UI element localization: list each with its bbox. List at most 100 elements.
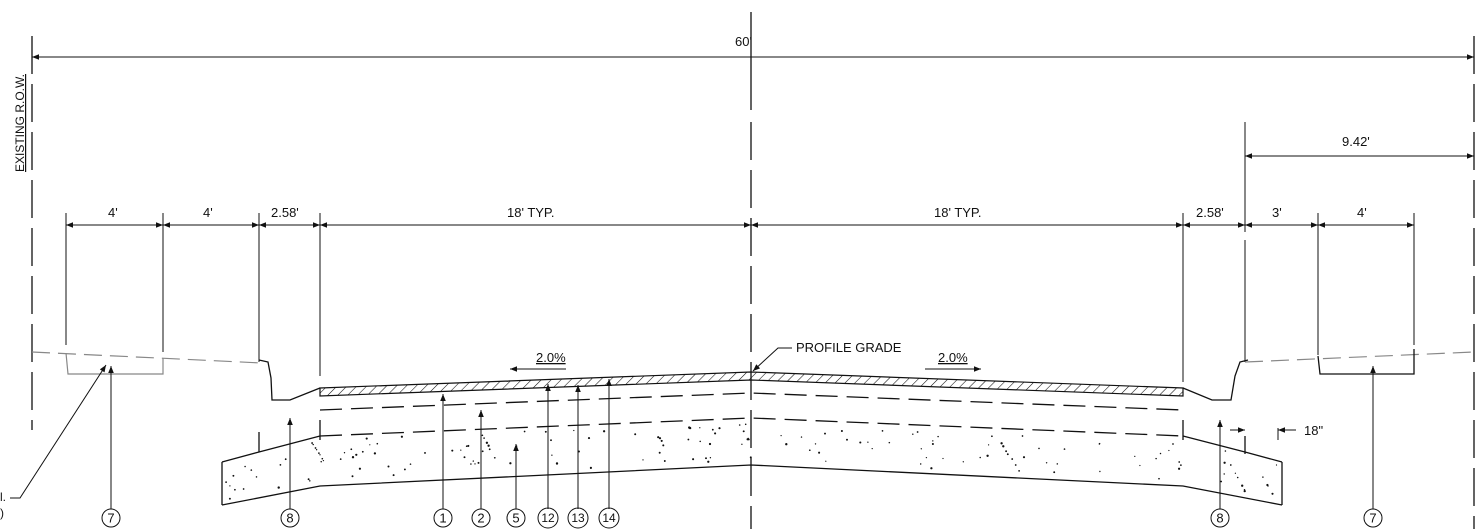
right-curb (1182, 359, 1249, 454)
aggregate-dot (487, 444, 490, 447)
aggregate-dot (314, 447, 317, 449)
left-existing-ground (31, 351, 263, 375)
callout-13: 13 (567, 507, 589, 529)
aggregate-dot (307, 478, 310, 481)
aggregate-dot (986, 454, 989, 457)
aggregate-dot (470, 463, 472, 465)
aggregate-dot (979, 456, 981, 459)
aggregate-dot (859, 441, 862, 444)
aggregate-dot (1018, 470, 1020, 472)
overall-width-dimension: 60' (32, 34, 1474, 60)
aggregate-dot (358, 467, 362, 470)
svg-text:13: 13 (571, 511, 585, 525)
aggregate-dot (711, 428, 714, 431)
profile-grade-label: PROFILE GRADE (796, 340, 902, 355)
aggregate-dot (483, 437, 485, 439)
aggregate-dot (749, 456, 752, 459)
svg-text:5: 5 (512, 511, 519, 526)
aggregate-dot (687, 438, 690, 441)
aggregate-dot (1267, 485, 1269, 487)
aggregate-dot (320, 461, 322, 463)
aggregate-dot (1053, 471, 1056, 474)
note-fragment-2: ) (0, 506, 4, 520)
aggregate-dot (692, 458, 695, 461)
aggregate-dot (409, 463, 412, 465)
aggregate-dot (523, 430, 526, 433)
aggregate-dot (242, 488, 245, 490)
svg-text:8: 8 (286, 511, 293, 526)
aggregate-dot (309, 480, 311, 482)
aggregate-dot (573, 429, 575, 432)
callout-5: 5 (506, 508, 526, 528)
svg-text:14: 14 (602, 511, 616, 525)
aggregate-dot (1168, 449, 1170, 452)
aggregate-dot (234, 488, 236, 491)
right-slope-label: 2.0% (938, 350, 968, 365)
right-slope: 2.0% (925, 350, 981, 372)
aggregate-dot (284, 458, 287, 461)
aggregate-dot (403, 468, 406, 471)
aggregate-dot (1099, 470, 1101, 473)
aggregate-dot (1005, 450, 1008, 453)
left-curb-dim: 2.58' (271, 205, 299, 220)
aggregate-dot (738, 424, 741, 426)
aggregate-dot (744, 423, 747, 426)
aggregate-dot (824, 432, 826, 435)
aggregate-dot (747, 438, 750, 441)
right-strip-dim: 3' (1272, 205, 1282, 220)
aggregate-dot (942, 457, 944, 460)
aggregate-dot (509, 462, 512, 465)
aggregate-dot (919, 463, 922, 465)
aggregate-dot (451, 449, 454, 452)
callout-leaders (108, 366, 1376, 509)
callout-8-right: 8 (1210, 508, 1230, 528)
aggregate-dot (1262, 476, 1264, 478)
aggregate-dot (1243, 489, 1246, 491)
aggregate-dot (1271, 492, 1274, 495)
surface-course (319, 371, 1184, 397)
callout-8-left: 8 (280, 508, 300, 528)
profile-grade-leader: PROFILE GRADE (752, 340, 902, 372)
aggregate-dot (818, 451, 821, 454)
aggregate-dot (1236, 476, 1239, 479)
callout-2: 2 (471, 508, 491, 528)
aggregate-dot (373, 452, 377, 455)
aggregate-dot (250, 469, 253, 471)
aggregate-dot (1220, 480, 1223, 483)
right-walk-dim: 4' (1357, 205, 1367, 220)
svg-text:12: 12 (541, 511, 555, 525)
aggregate-dot (350, 448, 353, 451)
aggregate-dot (825, 460, 827, 462)
aggregate-dot (1006, 453, 1009, 456)
aggregate-dot (867, 441, 869, 443)
aggregate-dot (339, 458, 342, 460)
aggregate-dot (1045, 462, 1048, 464)
curb-thickness-label: 18" (1304, 423, 1323, 438)
aggregate-dot (355, 453, 358, 456)
aggregate-dot (1178, 461, 1181, 463)
dimension-extension-lines (65, 213, 1415, 382)
aggregate-dot (244, 465, 246, 468)
aggregate-dot (318, 452, 320, 454)
aggregate-dot (1224, 450, 1227, 452)
callout-12: 12 (537, 507, 559, 529)
aggregate-dot (319, 454, 321, 456)
aggregate-dot (277, 486, 280, 489)
aggregate-dot (351, 456, 355, 459)
aggregate-dot (1223, 461, 1226, 464)
aggregate-dot (1223, 473, 1225, 475)
aggregate-dot (1038, 447, 1040, 450)
left-slope-label: 2.0% (536, 350, 566, 365)
aggregate-dot (1177, 467, 1181, 470)
aggregate-dot (930, 467, 933, 470)
aggregate-dot (488, 448, 491, 451)
curb-thickness-dimension: 18" (1230, 423, 1323, 440)
aggregate-dot (912, 433, 914, 435)
aggregate-dot (658, 437, 662, 440)
aggregate-dot (279, 464, 282, 466)
row-label: EXISTING R.O.W. (13, 74, 27, 172)
aggregate-dot (321, 457, 324, 460)
aggregate-dot (991, 435, 993, 438)
aggregate-dot (840, 429, 843, 433)
aggregate-dot (871, 447, 873, 450)
